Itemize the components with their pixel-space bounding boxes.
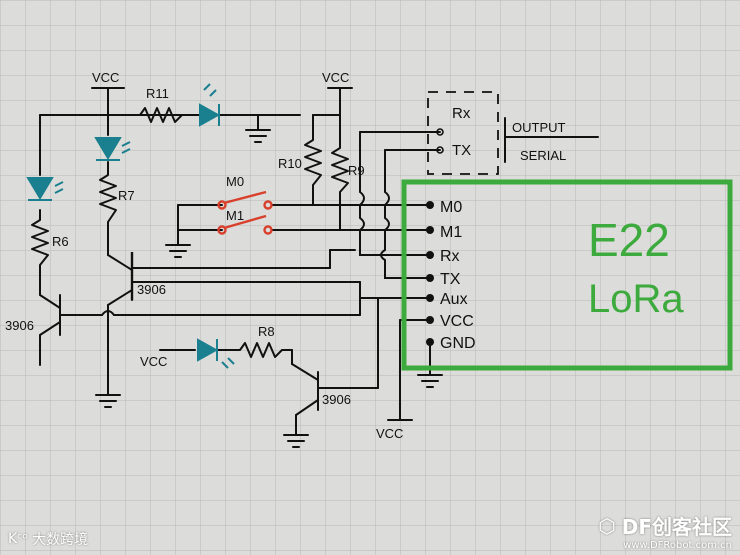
vcc-label-top-mid: VCC <box>322 70 349 85</box>
m1-switch-label: M1 <box>226 208 244 223</box>
vcc-label-r8: VCC <box>140 354 167 369</box>
lora-module-outline <box>401 179 733 371</box>
module-title-line2: LoRa <box>588 277 684 321</box>
pin-label: M0 <box>440 199 462 216</box>
pin-label: VCC <box>440 313 474 330</box>
resistor-r7 <box>99 174 117 223</box>
resistors <box>31 107 349 358</box>
dfrobot-logo-icon: ⬡ <box>598 513 616 538</box>
vcc-label-bottom: VCC <box>376 426 403 441</box>
watermark-right-url: www.DFRobot.com.cn <box>623 540 732 551</box>
resistor-r6 <box>31 219 49 266</box>
r8-label: R8 <box>258 324 275 339</box>
module-pin-dots <box>426 201 434 346</box>
resistor-r9 <box>331 147 349 193</box>
module-pin-labels: M0 M1 Rx TX Aux VCC GND <box>440 199 476 352</box>
led-top-right <box>199 83 221 127</box>
led-mid <box>94 137 131 161</box>
watermark-left: Kᶜᵒ 大数跨境 <box>8 529 88 549</box>
resistor-r11 <box>139 107 183 123</box>
pin-label: TX <box>440 271 461 288</box>
vcc-label-top-left: VCC <box>92 70 119 85</box>
watermark-right: ⬡ DF创客社区 www.DFRobot.com.cn <box>598 511 732 552</box>
serial-header-box <box>427 91 499 175</box>
output-label: OUTPUT <box>512 120 566 135</box>
pin-label: GND <box>440 335 476 352</box>
q-left-label: 3906 <box>5 318 34 333</box>
pin-label: Rx <box>440 248 460 265</box>
rx-terminal <box>436 128 444 136</box>
resistor-r8 <box>239 342 283 358</box>
q-center-label: 3906 <box>137 282 166 297</box>
r11-label: R11 <box>146 86 169 101</box>
pin-label: M1 <box>440 224 462 241</box>
led-bottom <box>197 338 235 369</box>
switch-m0 <box>217 190 273 210</box>
watermark-left-text: 大数跨境 <box>32 532 89 548</box>
r6-label: R6 <box>52 234 69 249</box>
kk-logo-icon: Kᶜᵒ <box>8 531 29 547</box>
module-title-line1: E22 <box>588 214 670 266</box>
pin-label: Aux <box>440 291 468 308</box>
leds <box>26 83 235 369</box>
labels: VCC R11 VCC R10 R9 Rx TX OUTPUT SERIAL M… <box>5 70 566 441</box>
tx-header-label: TX <box>452 142 471 159</box>
r9-label: R9 <box>348 163 365 178</box>
q-bottom-label: 3906 <box>322 392 351 407</box>
r10-label: R10 <box>278 156 302 171</box>
switch-m1 <box>217 214 273 235</box>
serial-label: SERIAL <box>520 148 566 163</box>
resistor-r10 <box>304 139 322 186</box>
tx-terminal <box>436 146 444 154</box>
mode-switches <box>217 190 273 235</box>
led-left <box>26 177 64 201</box>
r7-label: R7 <box>118 188 135 203</box>
watermark-right-brand: DF创客社区 <box>621 515 732 539</box>
m0-switch-label: M0 <box>226 174 244 189</box>
rx-header-label: Rx <box>452 105 471 122</box>
